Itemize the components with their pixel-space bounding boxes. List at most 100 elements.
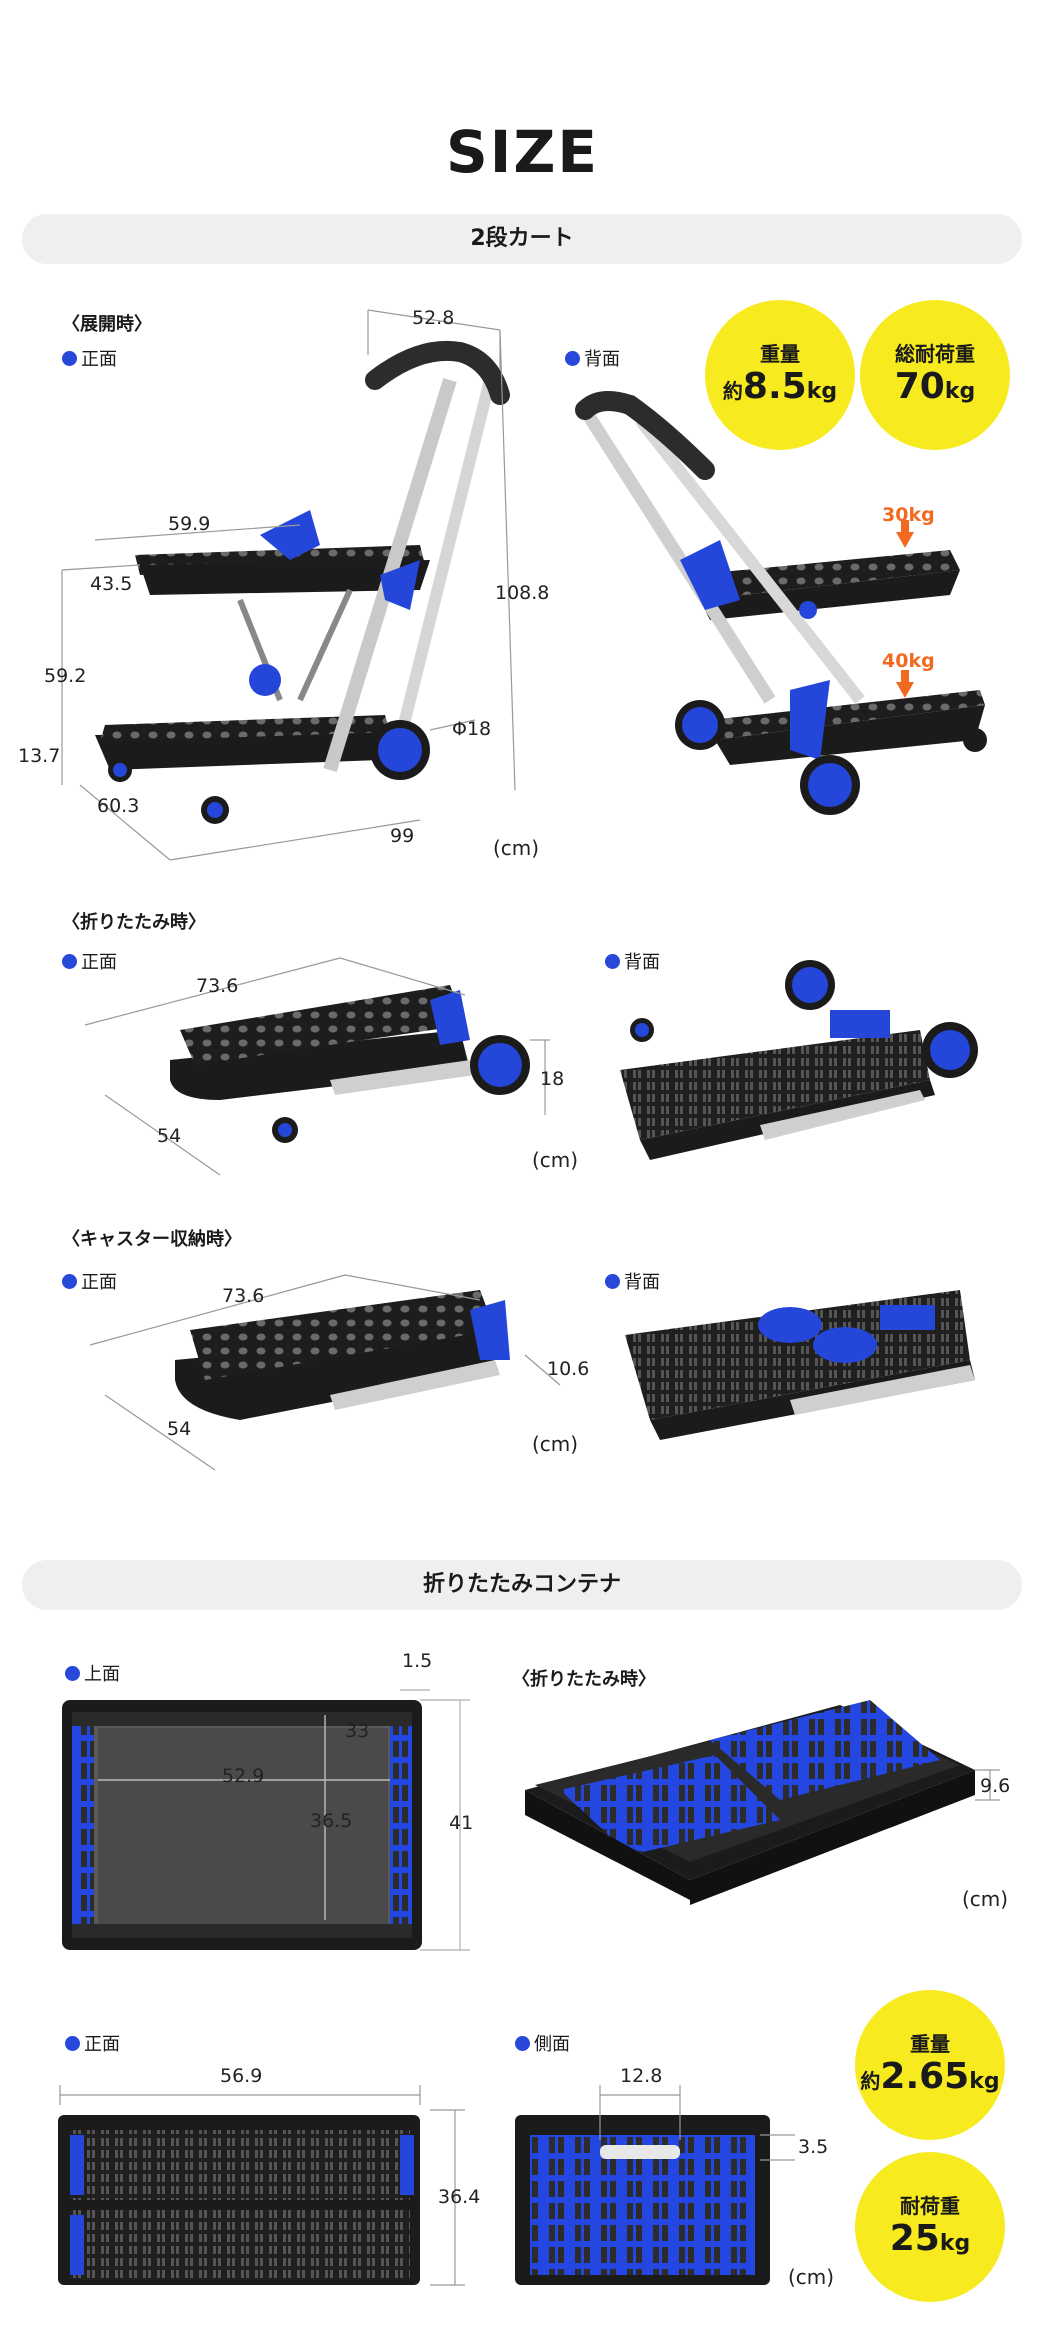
unit-label: (cm) bbox=[532, 1148, 579, 1172]
cart-stowed-back-drawing bbox=[625, 1290, 975, 1440]
badge-weight-value: 8.5 bbox=[742, 366, 807, 407]
dim-lower-shelf-height: 13.7 bbox=[18, 745, 61, 767]
badge-container-weight-value: 2.65 bbox=[880, 2056, 970, 2097]
cart-stowed-front-label: 正面 bbox=[62, 1268, 117, 1294]
section-band-container: 折りたたみコンテナ bbox=[22, 1560, 1022, 1610]
container-folded-drawing bbox=[525, 1700, 975, 1905]
badge-weight: 重量 約8.5kg bbox=[705, 300, 855, 450]
dim-wheel-diameter: Φ18 bbox=[452, 718, 492, 740]
dim-inner-small: 33 bbox=[345, 1720, 370, 1742]
dim-container-folded-height: 9.6 bbox=[980, 1775, 1011, 1797]
view-name: 正面 bbox=[81, 952, 117, 973]
bullet-dot bbox=[565, 350, 580, 366]
badge-container-weight: 重量 約2.65kg bbox=[855, 1990, 1005, 2140]
badge-total-load-value-row: 70kg bbox=[895, 367, 976, 412]
dim-inner-length: 52.9 bbox=[222, 1765, 265, 1787]
container-side-dimension-lines bbox=[599, 2085, 795, 2161]
badge-container-load-unit: kg bbox=[939, 2231, 971, 2256]
container-side-label: 側面 bbox=[515, 2030, 570, 2056]
badge-container-load-label: 耐荷重 bbox=[900, 2194, 960, 2218]
dim-inner-width: 36.5 bbox=[310, 1810, 353, 1832]
dim-upper-shelf-depth: 43.5 bbox=[90, 573, 133, 595]
bullet-dot bbox=[65, 1665, 80, 1681]
container-top-label: 上面 bbox=[65, 1660, 120, 1686]
badge-total-load-unit: kg bbox=[944, 379, 976, 404]
badge-total-load: 総耐荷重 70kg bbox=[860, 300, 1010, 450]
badge-container-weight-unit: kg bbox=[969, 2069, 1000, 2094]
dim-container-height: 36.4 bbox=[438, 2186, 481, 2208]
dim-length: 99 bbox=[390, 825, 415, 847]
cart-unfolded-front-label: 正面 bbox=[62, 345, 117, 371]
unit-label: (cm) bbox=[788, 2265, 835, 2289]
badge-container-weight-prefix: 約 bbox=[860, 2069, 881, 2093]
unit-label: (cm) bbox=[962, 1887, 1009, 1911]
cart-stowed-front-drawing bbox=[175, 1290, 510, 1420]
dim-upper-shelf-width: 59.9 bbox=[168, 513, 211, 535]
badge-weight-label: 重量 bbox=[760, 342, 800, 366]
dim-upper-shelf-height: 59.2 bbox=[44, 665, 87, 687]
dim-stowed-height: 10.6 bbox=[547, 1358, 590, 1380]
dim-handle-height: 3.5 bbox=[798, 2136, 829, 2158]
bullet-dot bbox=[605, 1273, 620, 1289]
container-top-dimension-lines bbox=[98, 1689, 470, 1951]
view-name: 背面 bbox=[624, 952, 660, 973]
view-name: 上面 bbox=[84, 1664, 120, 1685]
badge-total-load-value: 70 bbox=[894, 366, 945, 407]
dim-depth: 60.3 bbox=[97, 795, 140, 817]
badge-container-load: 耐荷重 25kg bbox=[855, 2152, 1005, 2302]
upper-shelf-load: 30kg bbox=[882, 504, 935, 526]
section-band-cart: 2段カート bbox=[22, 214, 1022, 264]
bullet-dot bbox=[62, 1273, 77, 1289]
bullet-dot bbox=[65, 2035, 80, 2051]
container-side-drawing bbox=[515, 2115, 770, 2285]
container-top-drawing bbox=[62, 1700, 422, 1950]
badge-container-weight-value-row: 約2.65kg bbox=[860, 2057, 999, 2102]
dim-rim: 1.5 bbox=[402, 1650, 433, 1672]
cart-folded-state-label: 〈折りたたみ時〉 bbox=[62, 912, 206, 933]
container-front-label: 正面 bbox=[65, 2030, 120, 2056]
bullet-dot bbox=[605, 953, 620, 969]
view-name: 正面 bbox=[84, 2034, 120, 2055]
cart-unfolded-back-drawing bbox=[575, 391, 987, 815]
unit-label: (cm) bbox=[493, 836, 540, 860]
cart-folded-front-label: 正面 bbox=[62, 948, 117, 974]
lower-shelf-load: 40kg bbox=[882, 650, 935, 672]
cart-unfolded-state-label: 〈展開時〉 bbox=[62, 314, 152, 335]
badge-container-weight-label: 重量 bbox=[910, 2032, 950, 2056]
cart-stowed-front-dimension-lines bbox=[89, 1274, 561, 1471]
cart-folded-back-drawing bbox=[620, 960, 978, 1160]
dim-folded-depth: 54 bbox=[157, 1125, 182, 1147]
cart-folded-back-label: 背面 bbox=[605, 948, 660, 974]
container-front-dimension-lines bbox=[59, 2085, 465, 2286]
cart-unfolded-dimension-lines bbox=[61, 309, 516, 861]
badge-weight-prefix: 約 bbox=[722, 379, 743, 403]
bullet-dot bbox=[62, 953, 77, 969]
dim-folded-height: 18 bbox=[540, 1068, 565, 1090]
badge-container-load-value-row: 25kg bbox=[890, 2219, 971, 2264]
cart-unfolded-back-label: 背面 bbox=[565, 345, 620, 371]
container-folded-dimension-lines bbox=[975, 1769, 1000, 1801]
cart-folded-front-drawing bbox=[170, 985, 530, 1143]
bullet-dot bbox=[62, 350, 77, 366]
badge-weight-unit: kg bbox=[806, 379, 838, 404]
view-name: 正面 bbox=[81, 349, 117, 370]
cart-unfolded-front-drawing bbox=[95, 340, 510, 824]
dim-total-height: 108.8 bbox=[495, 582, 550, 604]
page-title: SIZE bbox=[445, 118, 600, 186]
view-name: 正面 bbox=[81, 1272, 117, 1293]
dim-folded-length: 73.6 bbox=[196, 975, 239, 997]
cart-folded-front-dimension-lines bbox=[84, 957, 550, 1176]
view-name: 背面 bbox=[624, 1272, 660, 1293]
dim-container-length: 56.9 bbox=[220, 2065, 263, 2087]
cart-stowed-back-label: 背面 bbox=[605, 1268, 660, 1294]
dim-stowed-length: 73.6 bbox=[222, 1285, 265, 1307]
dim-handle-width: 52.8 bbox=[412, 307, 455, 329]
dim-outer-width: 41 bbox=[449, 1812, 474, 1834]
badge-total-load-label: 総耐荷重 bbox=[895, 342, 975, 366]
container-front-drawing bbox=[58, 2115, 420, 2285]
cart-stowed-state-label: 〈キャスター収納時〉 bbox=[62, 1229, 242, 1250]
badge-container-load-value: 25 bbox=[889, 2218, 940, 2259]
container-folded-state-label: 〈折りたたみ時〉 bbox=[512, 1669, 656, 1690]
view-name: 背面 bbox=[584, 349, 620, 370]
